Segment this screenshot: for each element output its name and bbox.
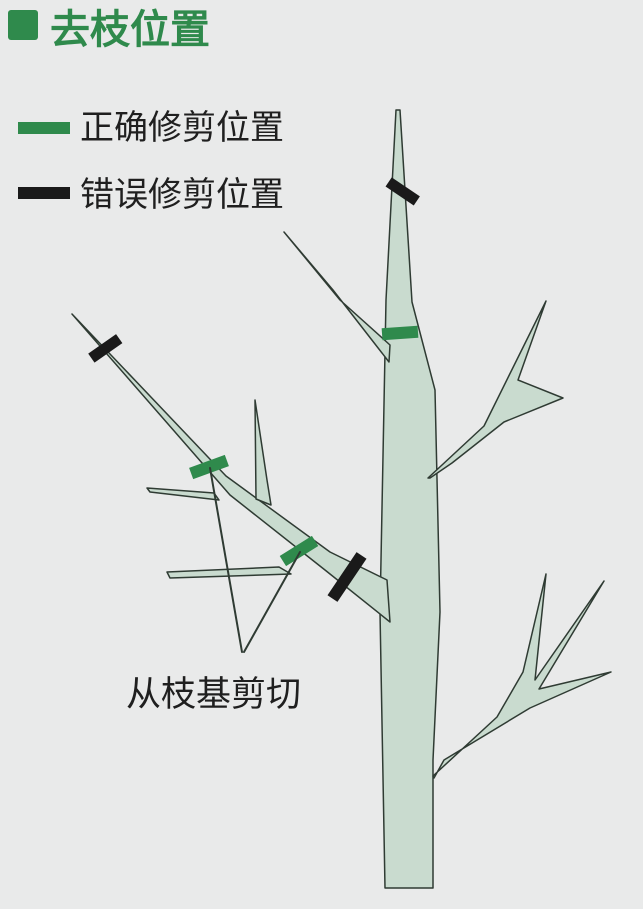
title-text: 去枝位置 [50,7,210,53]
title-group: 去枝位置 [8,7,210,53]
annotation-text: 从枝基剪切 [126,675,301,715]
left-limb-twig-upper [254,399,272,506]
annotation-lines [209,467,301,653]
correct-cut-mark-left-upper [189,454,229,480]
wrong-cut-mark-left-tip [88,334,123,363]
wrong-cut-mark-stub [327,552,367,602]
correct-cuts [189,325,419,567]
correct-cut-mark-left-lower [279,535,319,567]
legend-wrong-label: 错误修剪位置 [80,175,284,215]
legend-correct-swatch [18,122,70,134]
upper-left-branch [283,231,391,363]
legend-correct-label: 正确修剪位置 [80,108,284,148]
pointer-line-right [243,551,301,653]
left-limb-twig-lower [146,487,220,501]
legend: 正确修剪位置 错误修剪位置 [18,108,284,215]
lower-right-branch [432,573,612,779]
pointer-line-left [209,467,243,653]
wrong-cut-mark-top [385,177,420,206]
correct-cut-mark-upper [381,325,419,341]
title-square-icon [8,10,38,40]
legend-wrong-swatch [18,187,70,199]
trunk [379,109,441,889]
upper-right-branch [427,300,564,479]
wrong-cuts [88,177,420,602]
